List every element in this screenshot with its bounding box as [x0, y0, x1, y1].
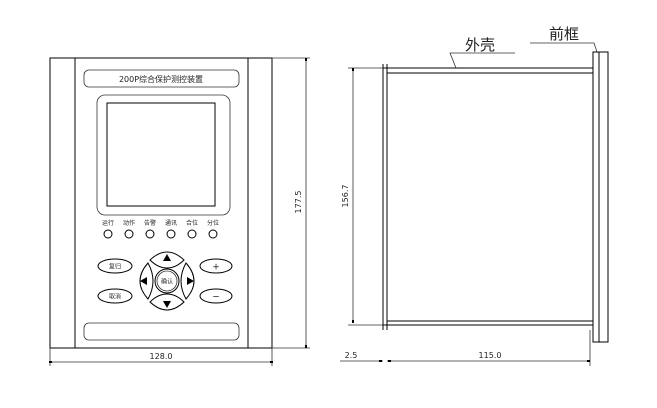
shell-label: 外壳: [465, 36, 495, 54]
right-arrow-icon: [187, 277, 194, 285]
led-label-comm: 通讯: [165, 219, 177, 227]
plus-button-label: +: [212, 263, 220, 273]
title-plate: [83, 69, 240, 88]
led-label-alarm: 告警: [144, 219, 156, 227]
led-run: [103, 229, 113, 239]
front-width-label: 128.0: [150, 352, 173, 361]
front-view: 200P综合保护测控装置 运行 动作 告警 通讯 合位 分位 复归 取消: [49, 57, 310, 366]
led-open: [208, 229, 218, 239]
minus-button-label: −: [212, 293, 220, 303]
led-label-run: 运行: [102, 219, 114, 227]
bottom-label-plate: [83, 322, 240, 341]
side-height-label: 156.7: [341, 185, 350, 208]
up-arrow-icon: [163, 254, 171, 261]
led-comm: [166, 229, 176, 239]
led-label-closed: 合位: [186, 219, 198, 227]
reset-button[interactable]: 复归: [97, 258, 133, 274]
screen-bezel: [96, 94, 231, 216]
down-button[interactable]: [149, 293, 185, 311]
shell-callout: 外壳: [449, 36, 515, 69]
front-frame-inner: [592, 51, 600, 343]
left-arrow-icon: [140, 277, 147, 285]
side-view: 外壳 前框 156.7 2.5 115.0: [340, 25, 609, 366]
front-width-dimension: 128.0: [49, 348, 273, 366]
cancel-button-label: 取消: [109, 293, 121, 301]
front-height-dimension: 177.5: [272, 57, 310, 349]
offset-dim-label: 2.5: [345, 351, 358, 360]
confirm-button-label: 确认: [161, 278, 173, 286]
confirm-button[interactable]: 确认: [154, 268, 180, 294]
bottom-dimensions: 2.5 115.0: [340, 330, 591, 366]
led-action: [124, 229, 134, 239]
navigation-pad: 确认: [139, 251, 195, 311]
front-frame-outer: [598, 51, 609, 343]
title-plate-text: 200P综合保护测控装置: [119, 74, 203, 84]
side-height-dimension: 156.7: [341, 67, 383, 326]
leds: [103, 229, 218, 239]
front-height-label: 177.5: [294, 191, 303, 214]
led-closed: [187, 229, 197, 239]
front-frame-label: 前框: [549, 25, 579, 43]
led-label-action: 动作: [123, 219, 135, 227]
reset-button-label: 复归: [109, 263, 121, 271]
minus-button[interactable]: −: [199, 288, 233, 304]
down-arrow-icon: [163, 301, 171, 308]
led-label-open: 分位: [207, 219, 219, 227]
led-alarm: [145, 229, 155, 239]
front-panel-outline: [49, 57, 273, 349]
plus-button[interactable]: +: [199, 258, 233, 274]
lcd-screen: [106, 102, 216, 207]
front-frame-callout: 前框: [530, 25, 598, 53]
up-button[interactable]: [149, 251, 185, 269]
cancel-button[interactable]: 取消: [97, 288, 133, 304]
depth-dim-label: 115.0: [479, 351, 502, 360]
led-labels: 运行 动作 告警 通讯 合位 分位: [102, 219, 219, 227]
